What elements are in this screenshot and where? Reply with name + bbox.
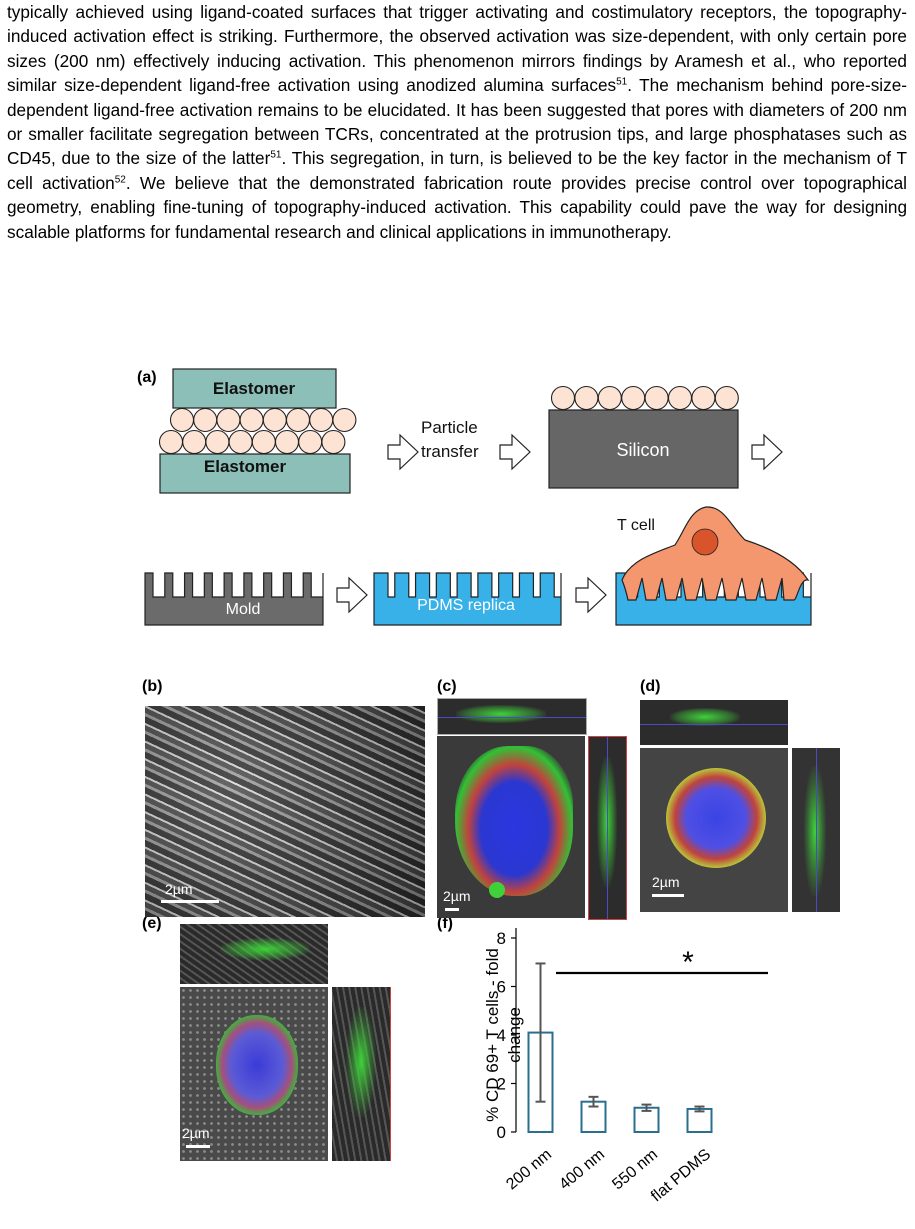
- bar-1: [580, 1100, 607, 1133]
- particle-shape: [274, 429, 300, 455]
- particle-shape: [597, 385, 622, 411]
- y-tick-label: 4: [497, 1026, 506, 1045]
- elastomer-top-label: Elastomer: [213, 379, 296, 398]
- panel-label-c: (c): [437, 678, 457, 695]
- particle-shape: [714, 385, 739, 411]
- particle-shape: [667, 385, 693, 411]
- particle-shape: [285, 407, 311, 433]
- particle-shape: [205, 429, 230, 455]
- particle-shape: [158, 429, 184, 455]
- particle-shape: [228, 429, 253, 455]
- y-axis-label-line: change: [505, 1007, 524, 1063]
- scale-bar-label: 2µm: [443, 888, 471, 904]
- scale-bar-label: 2µm: [652, 874, 680, 890]
- scale-bar: [445, 908, 459, 911]
- sem-image: 2µm: [145, 706, 425, 917]
- x-tick-label: flat PDMS: [648, 1146, 714, 1205]
- particle-shape: [691, 385, 716, 411]
- nucleus-shape: [691, 528, 719, 556]
- bar-3: [686, 1107, 713, 1134]
- confocal-image-e: 2µm: [180, 987, 328, 1161]
- y-tick-label: 8: [497, 929, 506, 948]
- particle-shape: [169, 407, 195, 433]
- particle-shape: [621, 385, 646, 411]
- silicon-label: Silicon: [616, 440, 669, 460]
- paragraph-text: . This segregation, in turn, is believed…: [7, 148, 907, 193]
- citation-superscript: 51: [270, 149, 282, 161]
- arrow-icon: [751, 433, 783, 471]
- panel-label-a: (a): [137, 369, 157, 386]
- mold-label: Mold: [226, 601, 261, 618]
- citation-superscript: 52: [114, 174, 126, 186]
- particle-transfer-label-1: Particle: [421, 418, 478, 437]
- particle-shape: [321, 429, 346, 455]
- particle-shape: [193, 407, 218, 433]
- particle-shape: [550, 385, 576, 411]
- mold-shape: [144, 572, 324, 626]
- panel-label-d: (d): [640, 678, 661, 695]
- paragraph-text: . We believe that the demonstrated fabri…: [7, 172, 907, 242]
- pdms-replica-shape: [373, 572, 562, 626]
- particle-shape: [332, 407, 357, 433]
- ortho-side-d: [792, 748, 840, 912]
- ortho-side-e: [332, 987, 391, 1161]
- ortho-top-c: [437, 698, 587, 735]
- ortho-side-c: [588, 736, 627, 920]
- y-tick-label: 6: [497, 978, 506, 997]
- elastomer-bottom-block: [159, 453, 351, 494]
- confocal-image-d: 2µm: [640, 748, 788, 912]
- scale-bar-label: 2µm: [182, 1125, 210, 1141]
- arrow-icon: [336, 576, 368, 614]
- confocal-image-c: 2µm: [437, 736, 585, 918]
- ortho-top-e: [180, 924, 328, 984]
- pdms-replica-label: PDMS replica: [417, 597, 515, 614]
- t-cell-label: T cell: [617, 517, 655, 534]
- bar-0: [527, 1031, 554, 1133]
- x-tick-label: 400 nm: [556, 1146, 608, 1193]
- particle-shape: [574, 385, 599, 411]
- paragraph-text: . The mechanism behind pore-size-depende…: [7, 75, 907, 169]
- arrow-icon: [499, 433, 531, 471]
- particle-layer: [158, 407, 357, 455]
- bar-2: [633, 1106, 660, 1133]
- silicon-particle-layer: [550, 385, 739, 411]
- particle-shape: [644, 385, 669, 411]
- arrow-icon: [575, 576, 607, 614]
- panel-label-f: (f): [437, 915, 453, 932]
- citation-superscript: 51: [616, 76, 628, 88]
- scale-bar: [161, 900, 219, 903]
- particle-shape: [216, 407, 241, 433]
- scale-bar: [186, 1145, 210, 1148]
- panel-label-e: (e): [142, 915, 162, 932]
- paragraph-text: typically achieved using ligand-coated s…: [7, 2, 907, 96]
- particle-shape: [239, 407, 264, 433]
- y-tick-label: 0: [497, 1123, 506, 1142]
- fabrication-schematic: Elastomer Elastomer Particle transfer Si…: [144, 368, 812, 626]
- x-tick-label: 200 nm: [503, 1146, 555, 1193]
- silicon-block: [548, 409, 739, 489]
- t-cell-shape: [621, 506, 810, 601]
- arrow-icon: [387, 433, 419, 471]
- particle-shape: [298, 429, 323, 455]
- particle-shape: [182, 429, 207, 455]
- panel-label-b: (b): [142, 678, 163, 695]
- particle-shape: [251, 429, 276, 455]
- body-paragraph: typically achieved using ligand-coated s…: [7, 0, 907, 244]
- significance-star: *: [682, 946, 694, 979]
- ortho-top-d: [640, 700, 788, 745]
- elastomer-bottom-label: Elastomer: [204, 457, 287, 476]
- x-tick-label: 550 nm: [609, 1146, 661, 1193]
- scale-bar: [652, 894, 684, 897]
- scale-bar-label: 2µm: [165, 881, 193, 897]
- y-tick-label: 2: [497, 1075, 506, 1094]
- elastomer-top-block: [172, 368, 337, 409]
- particle-shape: [309, 407, 334, 433]
- y-axis-label-line: % CD 69+ T cells - fold: [483, 948, 502, 1122]
- particle-transfer-label-2: transfer: [421, 442, 479, 461]
- particle-shape: [262, 407, 287, 433]
